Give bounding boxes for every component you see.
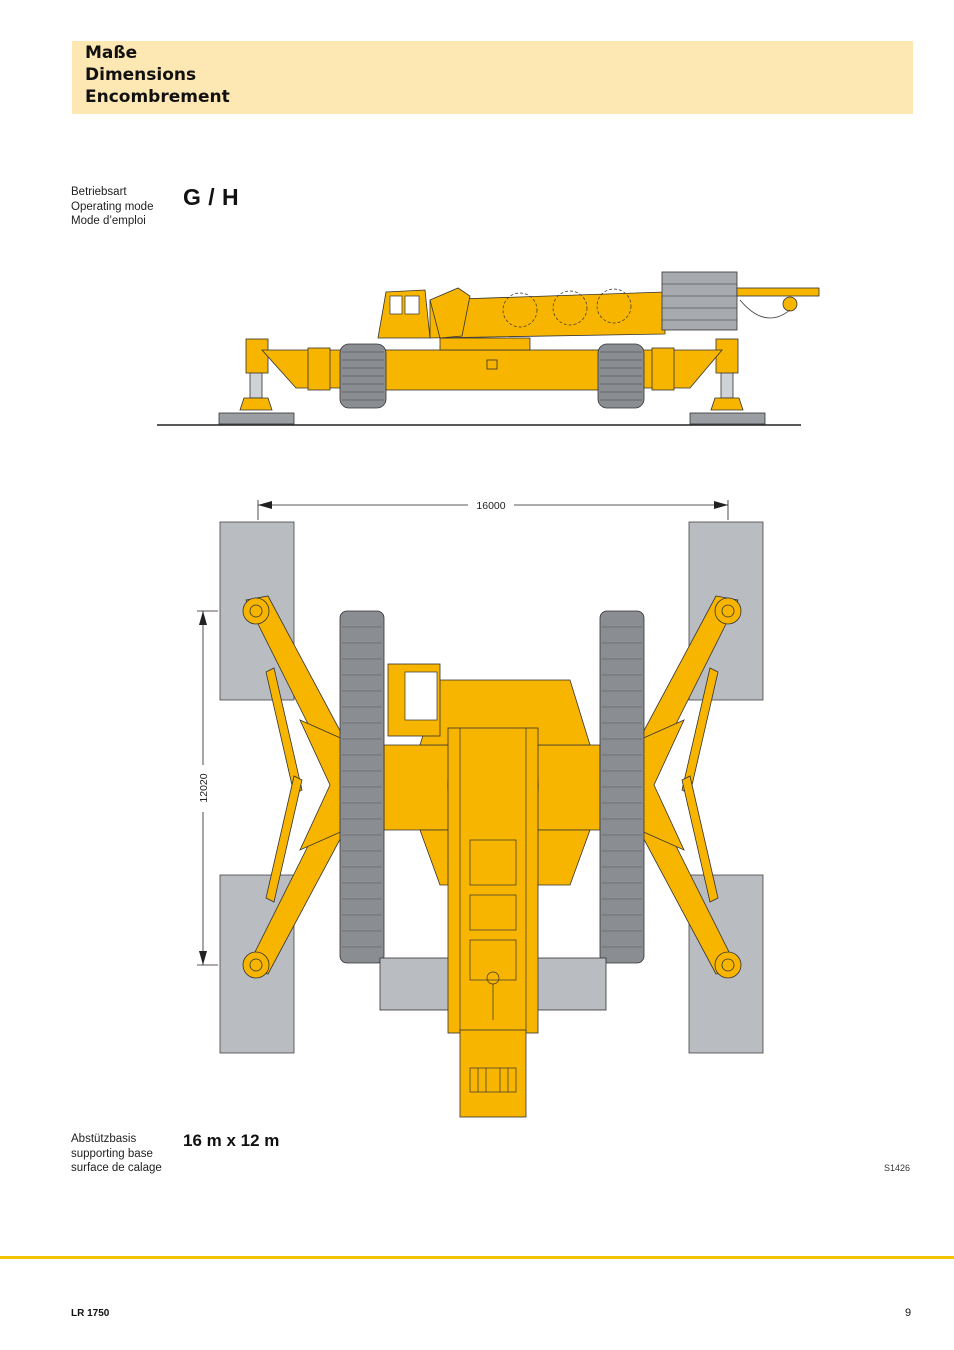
counterweight-right bbox=[535, 957, 607, 1011]
dimension-width: 16000 bbox=[257, 500, 729, 520]
side-pad-left bbox=[218, 412, 295, 425]
side-view bbox=[157, 271, 820, 426]
operating-mode-labels: Betriebsart Operating mode Mode d’emploi bbox=[71, 185, 153, 229]
operating-mode-value: G / H bbox=[183, 184, 240, 210]
rear-frame bbox=[459, 1029, 527, 1118]
supporting-base-value: 16 m x 12 m bbox=[183, 1131, 280, 1150]
title-german: Maße bbox=[85, 43, 138, 63]
title-english: Dimensions bbox=[85, 65, 197, 85]
header-band: Maße Dimensions Encombrement bbox=[72, 41, 913, 114]
supporting-base-label-de: Abstützbasis bbox=[71, 1133, 137, 1145]
cab bbox=[377, 289, 431, 339]
drawing-reference: S1426 bbox=[884, 1163, 911, 1173]
title-french: Encombrement bbox=[85, 87, 230, 107]
width-dimension-label: 16000 bbox=[476, 500, 505, 512]
operating-mode-label-fr: Mode d’emploi bbox=[71, 215, 146, 227]
supporting-base-label-en: supporting base bbox=[71, 1147, 153, 1160]
length-dimension-label: 12020 bbox=[198, 773, 210, 802]
side-pad-right bbox=[689, 412, 766, 425]
operating-mode-label-en: Operating mode bbox=[71, 200, 154, 213]
dimension-length: 12020 bbox=[197, 610, 218, 966]
page-number: 9 bbox=[905, 1307, 912, 1319]
supporting-base-label-fr: surface de calage bbox=[71, 1162, 162, 1174]
supporting-base-labels: Abstützbasis supporting base surface de … bbox=[71, 1132, 162, 1176]
counterweight bbox=[661, 271, 738, 331]
top-view bbox=[219, 521, 764, 1118]
footer-rule bbox=[0, 1256, 954, 1259]
superstructure bbox=[429, 291, 666, 339]
counterweight-left bbox=[379, 957, 451, 1011]
superstructure-spine bbox=[447, 727, 539, 1034]
page-title: Maße Dimensions Encombrement bbox=[85, 42, 230, 108]
operating-mode-label-de: Betriebsart bbox=[71, 186, 127, 198]
footer-model: LR 1750 bbox=[71, 1308, 110, 1319]
carbody bbox=[369, 349, 611, 391]
